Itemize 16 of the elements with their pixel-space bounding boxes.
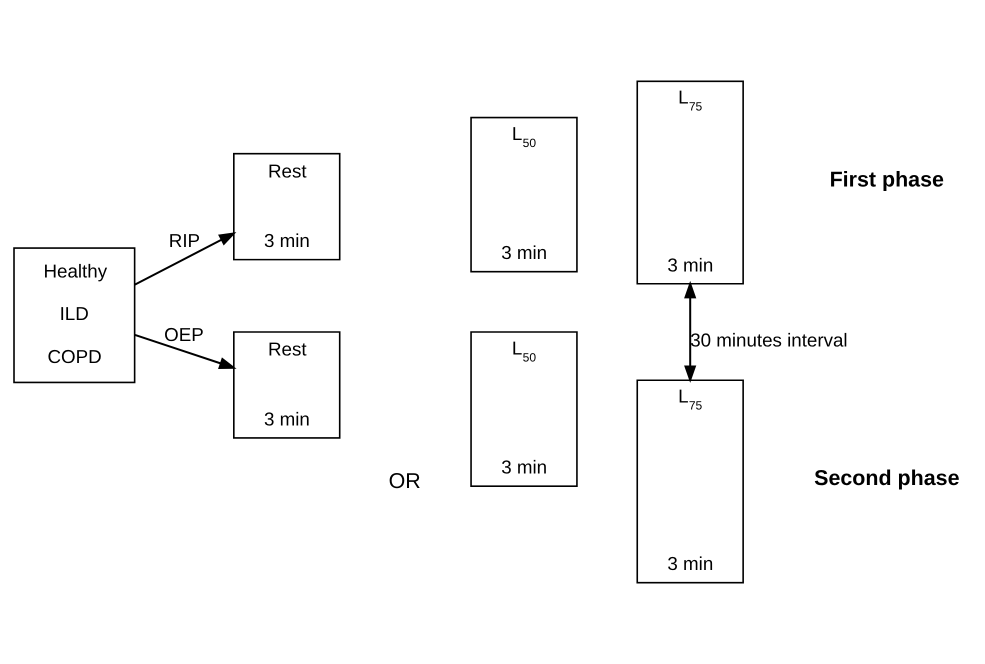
arrow	[134, 232, 236, 286]
node-box: L$_{50}$ 3 min	[470, 331, 578, 487]
node-box: L$_{50}$ 3 min	[470, 116, 578, 272]
edge-label: OEP	[164, 324, 204, 345]
arrow	[134, 334, 237, 369]
node-box: L$_{75}$ 3 min	[636, 80, 744, 285]
edge-label: 30 minutes interval	[690, 329, 848, 350]
edge-label: RIP	[168, 230, 200, 252]
label: OR	[388, 468, 421, 493]
label: First phase	[830, 167, 944, 192]
arrow	[684, 280, 696, 383]
node-box: Rest 3 min	[233, 331, 340, 439]
node-box: L$_{75}$ 3 min	[636, 379, 744, 584]
node-box: Healthy ILD COPD	[13, 247, 136, 384]
node-box: Rest 3 min	[233, 152, 340, 260]
label: Second phase	[814, 466, 960, 490]
